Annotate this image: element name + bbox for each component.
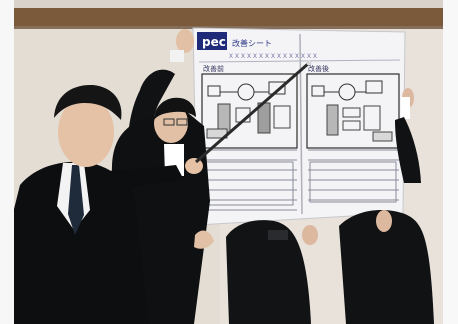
before-diagram-box [201, 73, 298, 149]
pec-sheet-poster: pec 改善シート ＸＸＸＸＸＸＸＸＸＸＸＸＸＸＸ 改善前 [192, 27, 406, 226]
pec-logo-text: pec [202, 35, 226, 49]
background-presenter-1 [226, 220, 318, 324]
left-white-edge [0, 0, 14, 324]
pointer-stick [195, 61, 310, 164]
pointer-tip [306, 60, 312, 66]
trim-shadow [14, 26, 458, 29]
after-label: 改善後 [308, 64, 329, 73]
wood-trim [14, 8, 458, 26]
sheet-subtitle: 改善シート [232, 38, 272, 48]
header-separator [198, 59, 401, 63]
presenter-front [14, 84, 203, 324]
right-white-edge [443, 0, 458, 324]
after-diagram-box [306, 73, 400, 149]
background-presenter-2 [339, 88, 434, 324]
sheet-header-line: ＸＸＸＸＸＸＸＸＸＸＸＸＸＸＸ [228, 53, 318, 60]
sheet-fold [299, 33, 303, 215]
before-label: 改善前 [203, 64, 224, 73]
pec-logo-box [197, 32, 227, 50]
